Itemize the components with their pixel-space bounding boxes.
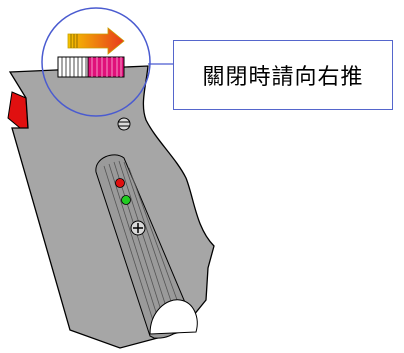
right-arrow-icon — [67, 27, 125, 55]
callout-text: 關閉時請向右推 — [202, 65, 364, 90]
upper-screw-icon — [117, 117, 131, 131]
indicator-red-dot — [115, 178, 125, 188]
thumb-cutout — [149, 299, 198, 335]
grip-grooves — [103, 160, 181, 331]
screw-icon — [130, 220, 146, 236]
safety-slider — [57, 56, 125, 78]
callout-box: 關閉時請向右推 — [173, 40, 393, 110]
indicator-green-dot — [121, 195, 131, 205]
highlight-circle — [41, 7, 151, 117]
